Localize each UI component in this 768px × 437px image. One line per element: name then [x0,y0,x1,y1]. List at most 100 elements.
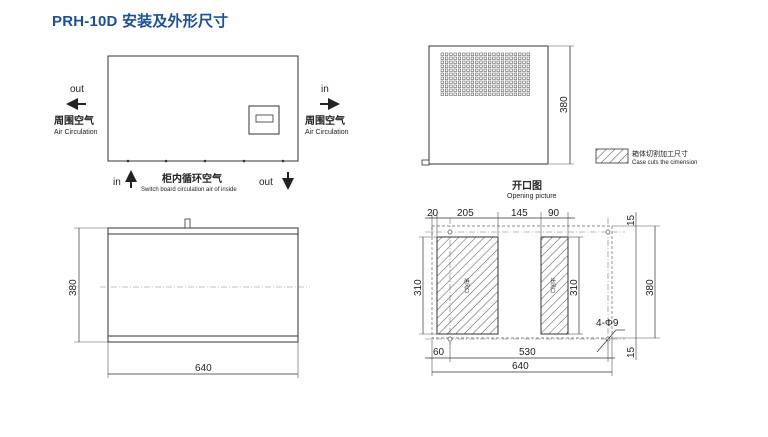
vent-slot [518,56,522,60]
vent-slot [453,80,457,84]
vent-slot [449,84,453,88]
vent-slot [440,52,444,56]
vent-slot [462,64,466,68]
vent-slot [513,92,517,96]
vent-slot [466,56,470,60]
bottom-unit-body [107,227,299,343]
vent-slot [518,64,522,68]
vent-slot [457,56,462,60]
vent-slot [466,52,470,56]
vent-slot [453,92,457,96]
vent-slot [445,88,449,92]
vent-slot [440,72,444,76]
vent-slot [453,76,457,80]
vent-slot [496,92,500,96]
dim-60: 60 [433,347,445,358]
vent-slot [526,76,530,80]
vent-grille [440,52,530,96]
vent-slot [496,72,500,76]
vent-slot [457,72,462,76]
vent-slot [470,84,474,88]
vent-slot [513,84,517,88]
vent-slot [488,56,492,60]
vent-slot [457,88,462,92]
vent-slot [496,60,500,64]
vent-slot [453,84,457,88]
vent-slot [479,76,483,80]
mounting-holes [447,229,611,342]
vent-slot [505,52,509,56]
vent-slot [492,80,496,84]
vent-slot [449,52,453,56]
vent-slot [445,84,449,88]
vent-slot [479,80,483,84]
vent-slot [479,92,483,96]
legend-hatch-swatch [595,148,629,164]
vent-slot [457,64,462,68]
inlet-cutout [436,236,499,335]
vent-slot [488,64,492,68]
vent-slot [440,76,444,80]
vent-slot [496,68,500,72]
vent-slot [488,88,492,92]
vent-slot [492,72,496,76]
vent-slot [457,84,462,88]
vent-slot [466,80,470,84]
left-air-en: Air Circulation [54,129,98,136]
dim-380-right: 380 [645,279,656,296]
vent-slot [483,52,487,56]
vent-slot [518,84,522,88]
legend-en: Case cuts the cimension [632,160,697,166]
vent-slot [453,72,457,76]
vent-slot [449,72,453,76]
dim-15-top: 15 [626,214,637,226]
vent-slot [513,76,517,80]
vent-slot [492,76,496,80]
vent-slot [513,88,517,92]
vent-slot [440,80,444,84]
vent-slot [513,68,517,72]
vent-slot [526,80,530,84]
vent-slot [509,60,513,64]
vent-slot [466,60,470,64]
vent-slot [513,64,517,68]
vent-slot [513,80,517,84]
vent-slot [488,84,492,88]
vent-slot [509,68,513,72]
vent-slot [483,68,487,72]
left-air-cn: 周围空气 [54,114,94,127]
vent-slot [449,64,453,68]
vent-slot [479,56,483,60]
vent-slot [475,52,479,56]
vent-slot [479,60,483,64]
vent-slot [526,56,530,60]
vent-slot [505,72,509,76]
vent-slot [483,56,487,60]
vent-slot [445,60,449,64]
bottom-view-width-dim: 640 [195,363,212,374]
vent-slot [449,68,453,72]
vent-slot [470,64,474,68]
vent-slot [518,76,522,80]
right-air-cn: 周围空气 [305,114,345,127]
vent-slot [483,92,487,96]
vent-slot [462,56,466,60]
vent-slot [483,60,487,64]
vent-slot [522,52,526,56]
vent-slot [522,56,526,60]
vent-slot [500,88,505,92]
vent-slot [462,60,466,64]
vent-slot [457,68,462,72]
vent-slot [483,80,487,84]
vent-slot [500,64,505,68]
vent-slot [449,76,453,80]
vent-slot [518,92,522,96]
vent-slot [462,88,466,92]
vent-slot [509,52,513,56]
page-title: PRH-10D 安装及外形尺寸 [52,13,229,30]
opening-outline [431,225,613,339]
vent-slot [509,56,513,60]
vent-slot [466,84,470,88]
legend-cn: 箱体切割加工尺寸 [632,149,688,158]
